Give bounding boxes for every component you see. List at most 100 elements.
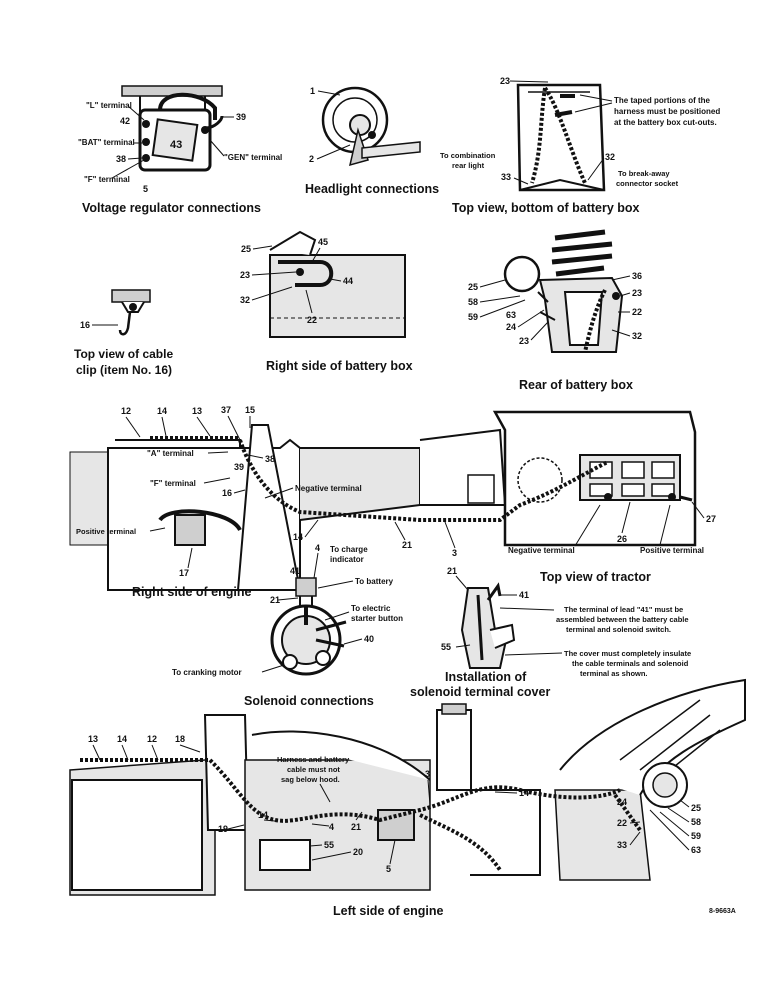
callout-22: 22 [632, 307, 642, 317]
f-terminal-label: "F" terminal [84, 175, 130, 184]
callout-39: 39 [236, 112, 246, 122]
tractor-right-side-figure: 12 14 13 37 15 "A" terminal 39 38 "F" te… [69, 405, 716, 599]
callout-63-left: 63 [691, 845, 701, 855]
callout-3-engine: 3 [452, 548, 457, 558]
cover-note2-line2: the cable terminals and solenoid [572, 659, 689, 668]
callout-5-left: 5 [386, 864, 391, 874]
callout-25: 25 [241, 244, 251, 254]
l-terminal-label: "L" terminal [86, 101, 132, 110]
callout-18: 18 [175, 734, 185, 744]
solenoid-figure: 41 4 To charge indicator To battery 21 T… [172, 543, 403, 708]
caption-cover-line2: solenoid terminal cover [410, 685, 550, 699]
callout-23: 23 [500, 76, 510, 86]
bat-terminal-label: "BAT" terminal [78, 138, 135, 147]
battery-right-side-figure: 25 45 23 44 32 22 Right side of battery … [240, 230, 413, 373]
callout-41-cover: 41 [519, 590, 529, 600]
note-taped-line1: The taped portions of the [614, 96, 711, 105]
battery-box-bottom-figure: 23 The taped portions of the harness mus… [440, 76, 720, 215]
positive-terminal-label-top: Positive terminal [640, 546, 704, 555]
callout-23-b: 23 [632, 288, 642, 298]
callout-4-left: 4 [329, 822, 334, 832]
negative-terminal-label-top: Negative terminal [508, 546, 575, 555]
callout-14-engine: 14 [293, 532, 303, 542]
taillight [503, 255, 541, 293]
cover-note2-line3: terminal as shown. [580, 669, 648, 678]
to-charge-line1: To charge [330, 545, 368, 554]
callout-16-engine: 16 [222, 488, 232, 498]
to-electric-line2: starter button [351, 614, 403, 623]
callout-21-a: 21 [270, 595, 280, 605]
positive-terminal-label-engine: Positive terminal [76, 527, 136, 536]
cover-note1-line2: assembled between the battery cable [556, 615, 689, 624]
callout-17: 17 [179, 568, 189, 578]
to-charge-line2: indicator [330, 555, 364, 564]
callout-21-left: 21 [351, 822, 361, 832]
caption-top-view: Top view of tractor [540, 570, 651, 584]
callout-55-cover: 55 [441, 642, 451, 652]
callout-1: 1 [310, 86, 315, 96]
left-side-engine-figure: 13 14 12 18 Harness and battery cable mu… [69, 678, 746, 918]
callout-25-left: 25 [691, 803, 701, 813]
caption-right-engine: Right side of engine [132, 585, 251, 599]
callout-2: 2 [309, 154, 314, 164]
callout-12: 12 [121, 406, 131, 416]
callout-40: 40 [364, 634, 374, 644]
callout-43: 43 [170, 139, 182, 151]
figure-code: 8-9663A [709, 908, 736, 915]
harness-note-line2: cable must not [287, 765, 340, 774]
gen-terminal-label: "GEN" terminal [224, 153, 282, 162]
caption-cable-clip-line1: Top view of cable [74, 347, 173, 361]
callout-24: 24 [506, 322, 516, 332]
callout-42: 42 [120, 116, 130, 126]
callout-19: 19 [218, 824, 228, 834]
headlight-figure: 1 2 Headlight connections [305, 86, 439, 196]
callout-5: 5 [143, 184, 148, 194]
callout-14-left-a: 14 [117, 734, 127, 744]
callout-22: 22 [307, 315, 317, 325]
caption-solenoid: Solenoid connections [244, 694, 374, 708]
caption-cover-line1: Installation of [445, 670, 527, 684]
voltage-regulator-figure: 43 "L" terminal 42 "BAT" terminal 38 "F"… [78, 85, 282, 215]
callout-63: 63 [506, 310, 516, 320]
negative-terminal-label-engine: Negative terminal [295, 484, 362, 493]
callout-14: 14 [157, 406, 167, 416]
callout-14-left-c: 14 [519, 788, 529, 798]
battery-rear-figure: 25 58 59 63 24 23 36 23 22 32 Rear of ba… [468, 229, 642, 392]
battery-box-side [269, 254, 406, 338]
callout-15: 15 [245, 405, 255, 415]
callout-59: 59 [468, 312, 478, 322]
callout-16: 16 [80, 320, 90, 330]
callout-26: 26 [617, 534, 627, 544]
callout-25: 25 [468, 282, 478, 292]
callout-58: 58 [468, 297, 478, 307]
caption-cable-clip-line2: clip (item No. 16) [76, 363, 172, 377]
callout-32: 32 [240, 295, 250, 305]
callout-13: 13 [192, 406, 202, 416]
to-breakaway-line1: To break-away [618, 169, 670, 178]
callout-32: 32 [632, 331, 642, 341]
callout-32: 32 [605, 152, 615, 162]
callout-36: 36 [632, 271, 642, 281]
callout-44: 44 [343, 276, 353, 286]
callout-59-left: 59 [691, 831, 701, 841]
cover-note2-line1: The cover must completely insulate [564, 649, 691, 658]
callout-21-engine: 21 [402, 540, 412, 550]
callout-13-left: 13 [88, 734, 98, 744]
callout-12-left: 12 [147, 734, 157, 744]
callout-38: 38 [116, 154, 126, 164]
callout-55-left: 55 [324, 840, 334, 850]
callout-33: 33 [501, 172, 511, 182]
callout-45: 45 [318, 237, 328, 247]
callout-20: 20 [353, 847, 363, 857]
note-taped-line3: at the battery box cut-outs. [614, 118, 717, 127]
callout-22-left: 22 [617, 818, 627, 828]
callout-3-left: 3 [425, 769, 430, 779]
f-terminal-label-engine: "F" terminal [150, 479, 196, 488]
harness-note-line3: sag below hood. [281, 775, 340, 784]
callout-21-cover: 21 [447, 566, 457, 576]
callout-23-a: 23 [519, 336, 529, 346]
a-terminal-label: "A" terminal [147, 449, 194, 458]
caption-left-engine: Left side of engine [333, 904, 443, 918]
callout-14-left-b: 14 [258, 810, 268, 820]
